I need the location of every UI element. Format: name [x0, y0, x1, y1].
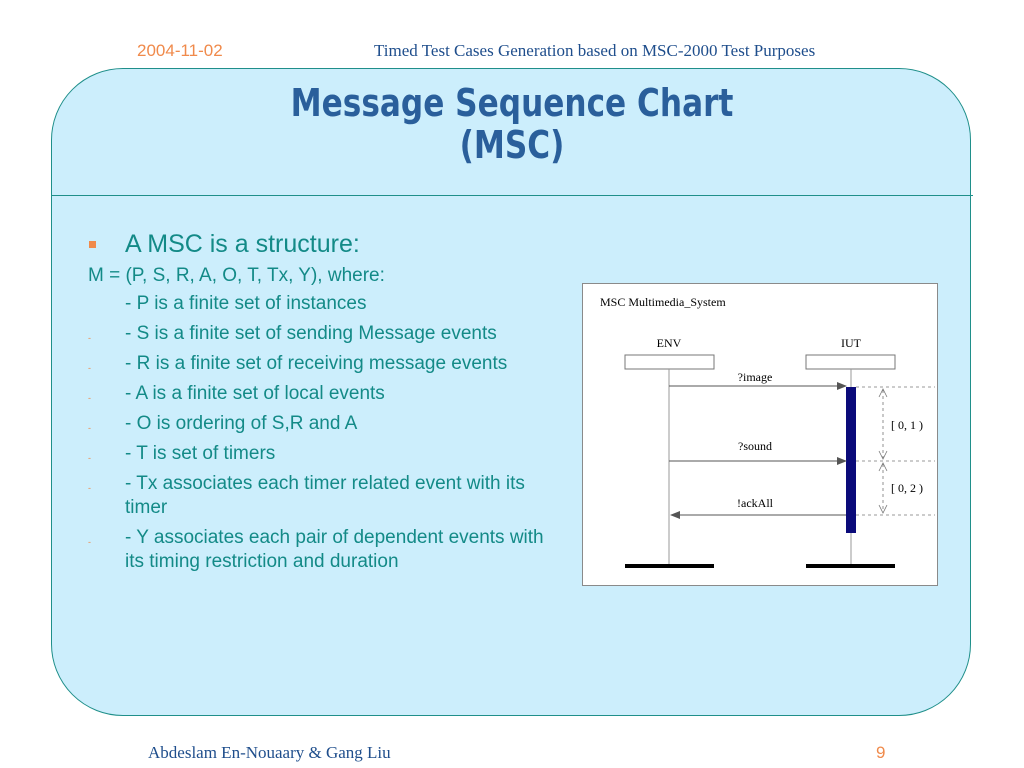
footer-authors: Abdeslam En-Nouaary & Gang Liu [148, 743, 391, 762]
slide-title-line1: Message Sequence Chart [290, 81, 734, 125]
dash-bullet-icon: - [88, 363, 91, 373]
message-label-ackall: !ackAll [737, 496, 774, 510]
definition-list: - P is a finite set of instances - - S i… [88, 292, 548, 580]
dash-bullet-icon: - [88, 393, 91, 403]
msc-diagram: MSC Multimedia_System ENV IUT ?image ?so… [582, 283, 938, 586]
constraint-arrow-up-icon [878, 388, 888, 398]
definition-line: M = (P, S, R, A, O, T, Tx, Y), where: [88, 265, 385, 286]
instance-end-env [625, 564, 714, 568]
list-item-text: - O is ordering of S,R and A [125, 413, 358, 434]
instance-label-env: ENV [657, 336, 682, 350]
instance-label-iut: IUT [841, 336, 862, 350]
list-item: - - Y associates each pair of dependent … [88, 526, 548, 574]
square-bullet-icon [89, 241, 96, 248]
dash-bullet-icon: - [88, 483, 91, 493]
title-divider [51, 195, 973, 196]
list-item: - - R is a finite set of receiving messa… [88, 352, 548, 376]
constraint-arrow-down-icon [878, 450, 888, 460]
dash-bullet-icon: - [88, 333, 91, 343]
instance-head-env [624, 354, 715, 370]
list-item: - - O is ordering of S,R and A [88, 412, 548, 436]
list-item: - P is a finite set of instances [88, 292, 548, 316]
list-item-text: - P is a finite set of instances [125, 293, 367, 314]
instance-head-iut [805, 354, 896, 370]
slide-title: Message Sequence Chart (MSC) [134, 82, 890, 166]
list-item-text: - R is a finite set of receiving message… [125, 353, 508, 374]
constraint-label-2: [ 0, 2 ) [891, 481, 923, 495]
constraint-label-1: [ 0, 1 ) [891, 418, 923, 432]
message-label-sound: ?sound [738, 439, 772, 453]
msc-diagram-svg: MSC Multimedia_System ENV IUT ?image ?so… [600, 295, 935, 568]
list-item-text: - T is set of timers [125, 443, 276, 464]
constraint-arrow-up-icon [878, 462, 888, 472]
dash-bullet-icon: - [88, 423, 91, 433]
header-date: 2004-11-02 [137, 41, 223, 60]
list-item: - - S is a finite set of sending Message… [88, 322, 548, 346]
iut-activation-bar [846, 387, 856, 533]
diagram-title: MSC Multimedia_System [600, 295, 726, 309]
list-item-text: - S is a finite set of sending Message e… [125, 323, 497, 344]
list-item: - - Tx associates each timer related eve… [88, 472, 548, 520]
list-item-text: - Y associates each pair of dependent ev… [125, 527, 544, 572]
page-number: 9 [876, 743, 886, 762]
message-label-image: ?image [738, 370, 773, 384]
dash-bullet-icon: - [88, 537, 91, 547]
instance-end-iut [806, 564, 895, 568]
main-bullet-text: A MSC is a structure: [125, 230, 360, 258]
header-title: Timed Test Cases Generation based on MSC… [374, 41, 816, 60]
list-item-text: - Tx associates each timer related event… [125, 473, 525, 518]
constraint-arrow-down-icon [878, 504, 888, 514]
list-item: - - A is a finite set of local events [88, 382, 548, 406]
list-item-text: - A is a finite set of local events [125, 383, 385, 404]
list-item: - - T is set of timers [88, 442, 548, 466]
dash-bullet-icon: - [88, 453, 91, 463]
slide-title-line2: (MSC) [459, 123, 565, 167]
